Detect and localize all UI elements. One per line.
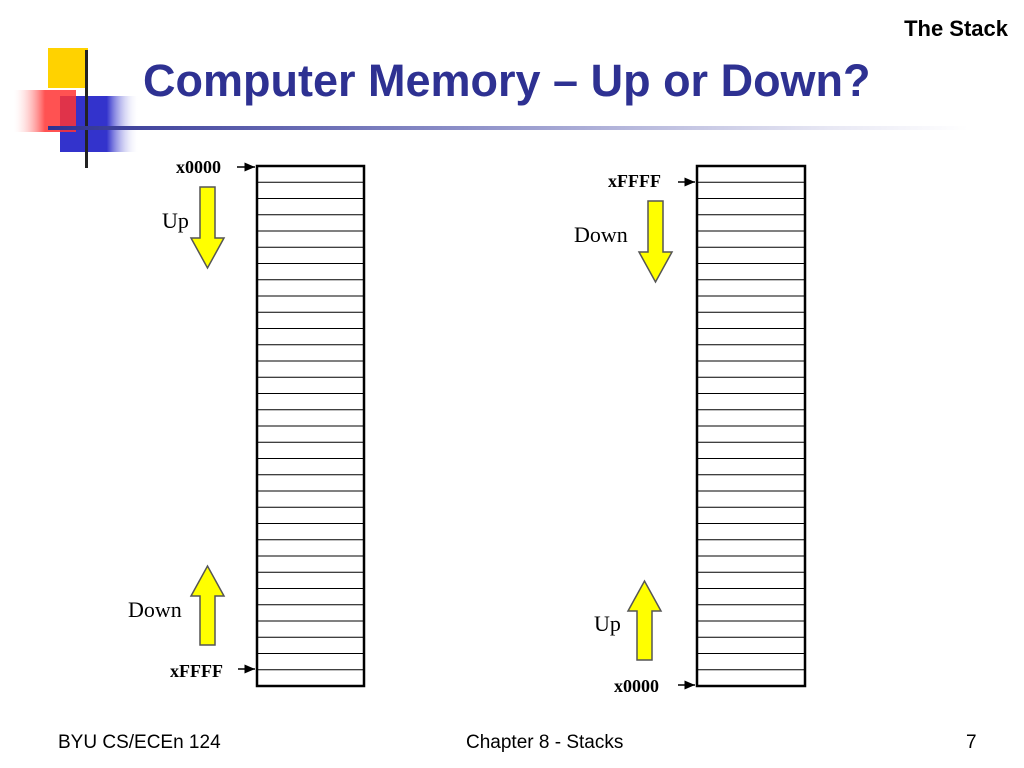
logo-yellow-square <box>48 48 88 88</box>
footer-page-number: 7 <box>966 732 977 753</box>
left-bottom-direction-label: Down <box>128 597 182 622</box>
left-bottom-address: xFFFF <box>170 661 223 681</box>
right-top-direction-label: Down <box>574 222 628 247</box>
memory-column-left <box>255 164 366 688</box>
left-up-arrow <box>189 564 226 646</box>
page-title: Computer Memory – Up or Down? <box>143 55 871 106</box>
right-up-arrow <box>626 579 663 661</box>
memory-column-right <box>695 164 807 688</box>
right-bottom-address: x0000 <box>614 676 659 696</box>
logo-vertical-line <box>85 50 88 168</box>
title-underline <box>48 126 968 130</box>
left-top-direction-label: Up <box>162 208 189 233</box>
footer-chapter: Chapter 8 - Stacks <box>466 732 624 753</box>
footer-course: BYU CS/ECEn 124 <box>58 732 221 753</box>
logo-red-square <box>14 90 76 132</box>
slide-logo <box>14 48 148 168</box>
left-top-address: x0000 <box>176 157 221 177</box>
topic-label: The Stack <box>904 16 1008 41</box>
right-top-address: xFFFF <box>608 171 661 191</box>
right-down-arrow <box>637 200 674 284</box>
right-bottom-direction-label: Up <box>594 611 621 636</box>
left-down-arrow <box>189 186 226 270</box>
